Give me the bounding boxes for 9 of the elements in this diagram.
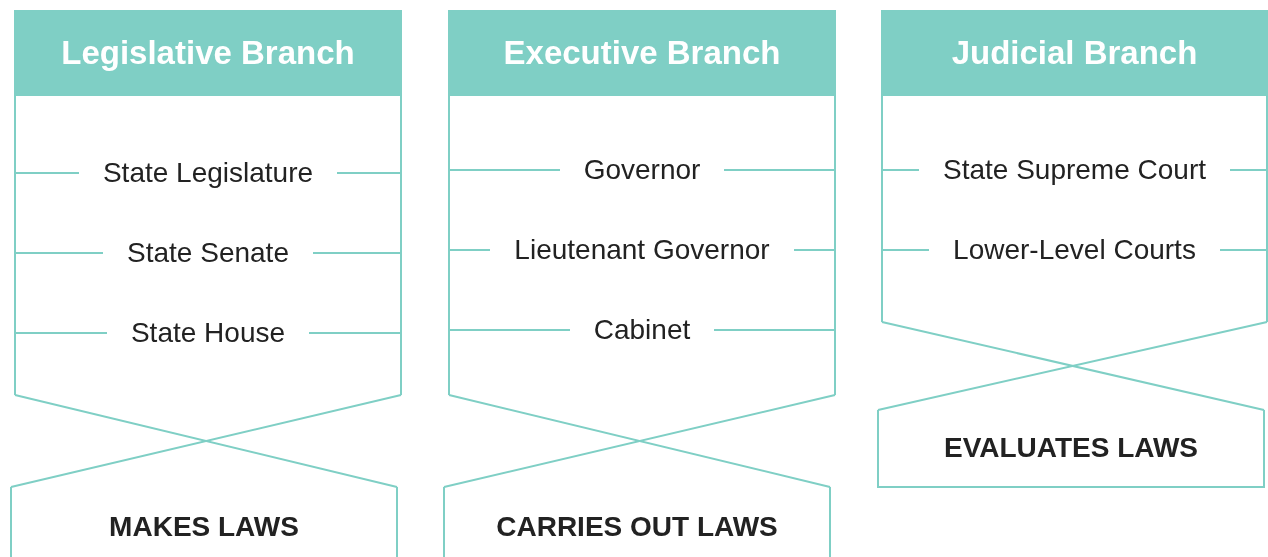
function-box: CARRIES OUT LAWS — [443, 487, 831, 557]
branch-heading: Executive Branch — [448, 10, 836, 96]
branch-column — [448, 10, 836, 395]
branch-column — [881, 10, 1268, 322]
branch-column — [14, 10, 402, 395]
branch-heading: Judicial Branch — [881, 10, 1268, 96]
branch-heading: Legislative Branch — [14, 10, 402, 96]
function-box: EVALUATES LAWS — [877, 410, 1265, 488]
function-box: MAKES LAWS — [10, 487, 398, 557]
